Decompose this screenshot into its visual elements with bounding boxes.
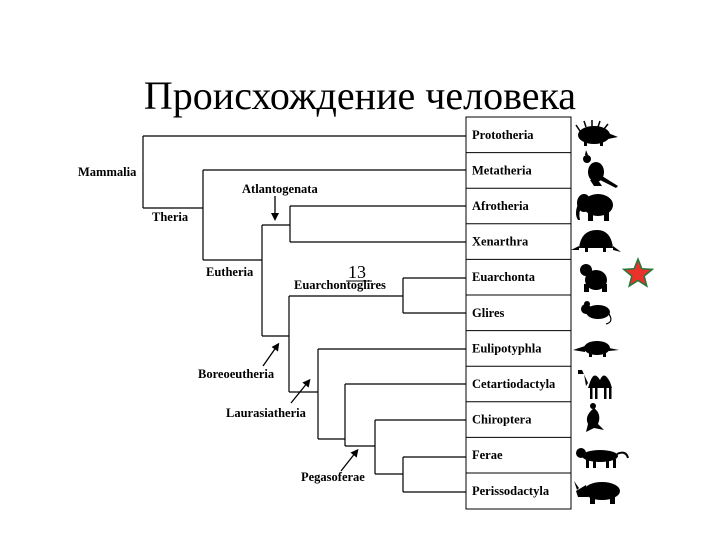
- taxa-table: PrototheriaMetatheriaAfrotheriaXenarthra…: [465, 116, 572, 510]
- tree-branches: [142, 135, 466, 493]
- clade-label-atlantogenata: Atlantogenata: [242, 182, 318, 196]
- star-icon: [621, 256, 655, 288]
- taxon-label-metatheria: Metatheria: [472, 163, 532, 177]
- clade-labels: Mammalia Theria Atlantogenata Eutheria E…: [78, 165, 386, 484]
- clade-label-boreoeutheria: Boreoeutheria: [198, 367, 275, 381]
- taxon-label-prototheria: Prototheria: [472, 128, 534, 142]
- mouse-icon: [581, 301, 612, 325]
- taxon-label-eulipotyphla: Eulipotyphla: [472, 341, 542, 355]
- taxon-label-chiroptera: Chiroptera: [472, 413, 532, 427]
- slide-title: Происхождение человека: [143, 73, 577, 118]
- pegasoferae-arrow: [340, 448, 359, 472]
- taxon-label-xenarthra: Xenarthra: [472, 235, 529, 249]
- armadillo-icon: [571, 230, 621, 252]
- shrew-icon: [573, 341, 619, 357]
- camel-icon: [578, 370, 612, 399]
- elephant-icon: [576, 194, 613, 221]
- taxon-label-afrotheria: Afrotheria: [472, 199, 529, 213]
- boreoeutheria-arrow: [262, 342, 280, 367]
- slide-number: 13: [348, 262, 366, 282]
- rhinoceros-icon: [574, 481, 620, 504]
- clade-label-theria: Theria: [152, 210, 189, 224]
- clade-label-laurasiatheria: Laurasiatheria: [226, 406, 307, 420]
- taxon-label-cetartiodactyla: Cetartiodactyla: [472, 377, 556, 391]
- bat-icon: [586, 403, 604, 432]
- taxon-label-glires: Glires: [472, 306, 505, 320]
- clade-label-euarchontoglires: Euarchontoglires: [294, 278, 386, 292]
- echidna-icon: [575, 120, 618, 146]
- laurasiatheria-arrow: [290, 378, 311, 404]
- big-cat-icon: [576, 448, 629, 468]
- clade-label-mammalia: Mammalia: [78, 165, 137, 179]
- clade-label-pegasoferae: Pegasoferae: [301, 470, 365, 484]
- taxon-label-perissodactyla: Perissodactyla: [472, 484, 550, 498]
- node-arrows: [262, 196, 359, 472]
- taxa-table-frame: [465, 116, 572, 510]
- taxon-label-euarchonta: Euarchonta: [472, 270, 536, 284]
- kangaroo-icon: [583, 150, 618, 188]
- taxon-label-ferae: Ferae: [472, 448, 503, 462]
- primate-icon: [580, 264, 607, 292]
- clade-label-eutheria: Eutheria: [206, 265, 254, 279]
- animal-silhouettes: [571, 120, 629, 504]
